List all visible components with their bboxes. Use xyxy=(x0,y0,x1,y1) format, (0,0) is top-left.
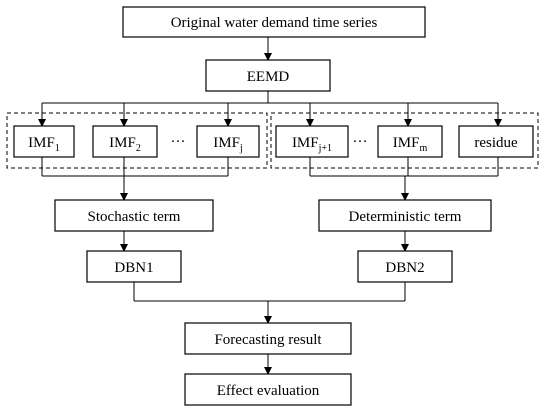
imf1-box xyxy=(13,125,75,158)
eemd-label: EEMD xyxy=(247,69,290,85)
imfj1-label: IMFj+1 xyxy=(292,135,332,154)
stochastic-term-label: Stochastic term xyxy=(88,209,181,225)
original-series-label: Original water demand time series xyxy=(171,15,378,31)
dbn1-box xyxy=(86,250,182,283)
imfm-label: IMFm xyxy=(393,135,428,154)
imfm-box xyxy=(377,125,443,158)
imfj-label: IMFj xyxy=(213,135,242,154)
original-series-box xyxy=(122,6,426,38)
forecasting-result-label: Forecasting result xyxy=(214,332,322,348)
imf2-box xyxy=(92,125,158,158)
forecasting-result-box xyxy=(184,322,352,355)
effect-evaluation-label: Effect evaluation xyxy=(217,383,320,399)
eemd-box xyxy=(205,59,331,92)
imf2-label: IMF2 xyxy=(109,135,141,154)
imfj-box xyxy=(196,125,260,158)
stochastic-imf-group xyxy=(6,112,268,169)
imf1-label: IMF1 xyxy=(28,135,60,154)
residue-box xyxy=(458,125,534,158)
ellipsis-left: ··· xyxy=(171,134,186,150)
deterministic-imf-group xyxy=(270,112,539,169)
dbn1-label: DBN1 xyxy=(114,260,153,276)
dbn2-label: DBN2 xyxy=(385,260,424,276)
dbn2-box xyxy=(357,250,453,283)
imfj1-box xyxy=(275,125,349,158)
stochastic-term-box xyxy=(54,199,214,232)
deterministic-term-label: Deterministic term xyxy=(349,209,462,225)
residue-label: residue xyxy=(474,135,518,151)
ellipsis-right: ··· xyxy=(353,134,368,150)
effect-evaluation-box xyxy=(184,373,352,406)
deterministic-term-box xyxy=(318,199,492,232)
